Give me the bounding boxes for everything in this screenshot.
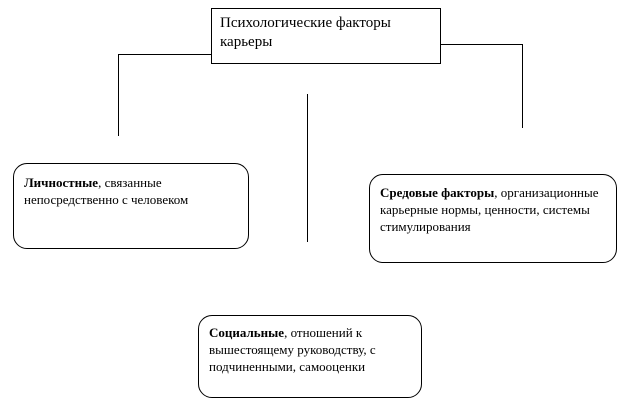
factor-environment-title: Средовые факторы <box>380 185 495 200</box>
root-node-label: Психологические факторы карьеры <box>220 15 391 50</box>
factor-node-personal: Личностные, связанные непосредственно с … <box>13 163 249 249</box>
factor-node-environment: Средовые факторы, организационные карьер… <box>369 174 617 263</box>
root-node-psychological-factors: Психологические факторы карьеры <box>211 8 441 64</box>
factor-social-description: , отношений к вышестоящему руководству, … <box>209 325 376 374</box>
factor-personal-description: , связанные непосредственно с человеком <box>24 175 189 207</box>
factor-social-title: Социальные <box>209 325 285 340</box>
factor-personal-title: Личностные <box>24 175 99 190</box>
factor-node-social: Социальные, отношений к вышестоящему рук… <box>198 315 422 398</box>
factor-environment-description: , организационные карьерные нормы, ценно… <box>380 185 599 234</box>
